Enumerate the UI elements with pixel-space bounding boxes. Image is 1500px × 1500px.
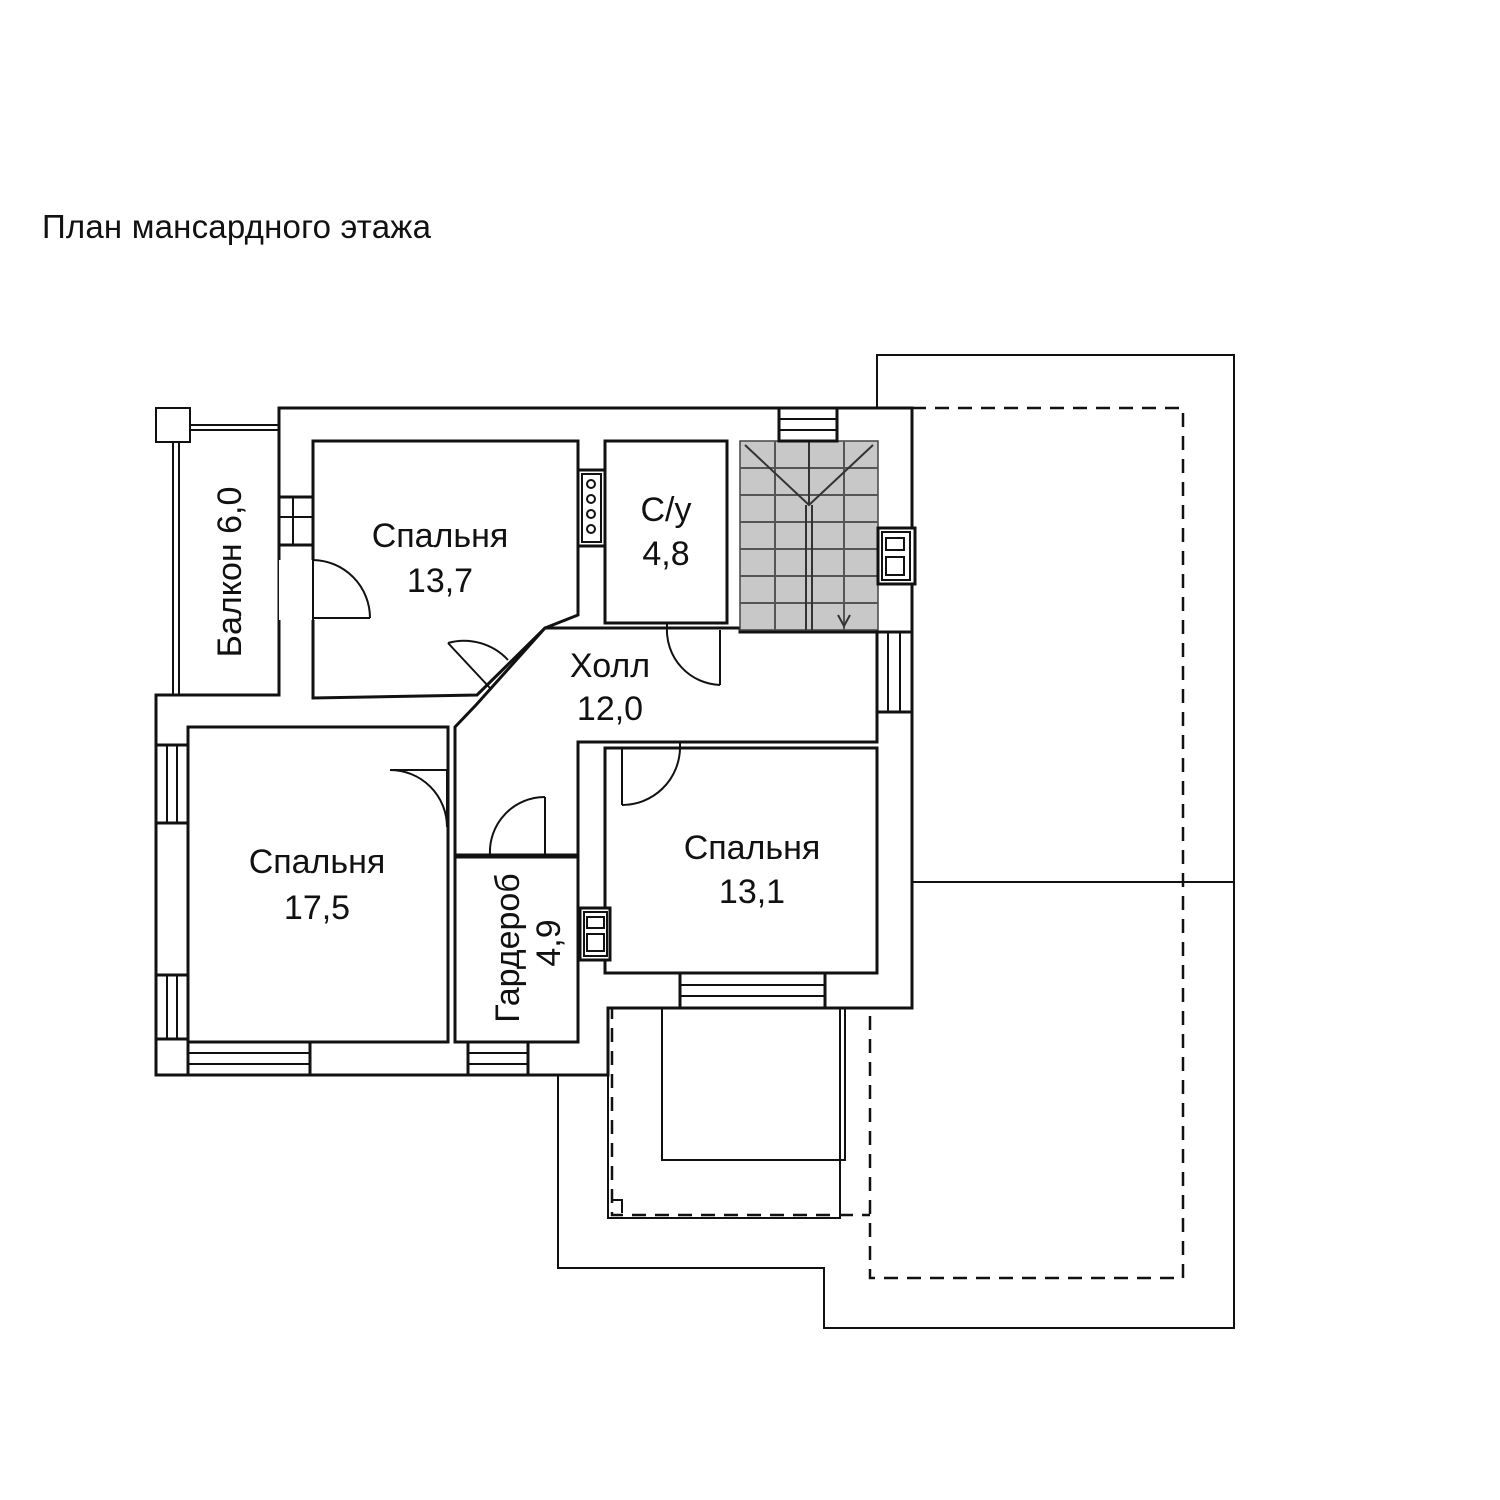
- bedroom-2-name: Спальня: [249, 843, 386, 881]
- bathroom-outline: [603, 439, 729, 625]
- doors: [279, 559, 721, 856]
- roof-overhang-dashed: [610, 406, 1185, 1280]
- vent-blocks: [576, 468, 917, 962]
- bedroom-3-name: Спальня: [684, 829, 821, 867]
- room-labels: Спальня 13,7 С/у 4,8 Холл 12,0 Балкон 6,…: [211, 487, 820, 1023]
- bedroom-1-name: Спальня: [372, 517, 509, 555]
- bedroom-2-area: 17,5: [284, 889, 350, 927]
- windows: [154, 406, 914, 1077]
- bedroom-3-area: 13,1: [719, 873, 785, 911]
- bedroom-3-outline: [603, 746, 879, 975]
- bedroom-2-outline: [186, 725, 450, 1044]
- wardrobe-area: 4,9: [530, 919, 568, 966]
- hall-area: 12,0: [577, 690, 643, 728]
- staircase: [739, 440, 879, 631]
- bedroom-1-area: 13,7: [407, 562, 473, 600]
- bathroom-area: 4,8: [642, 535, 689, 573]
- balcony: [155, 407, 279, 695]
- page-title: План мансардного этажа: [42, 208, 432, 245]
- hall-name: Холл: [570, 647, 650, 685]
- wardrobe-name: Гардероб: [489, 873, 527, 1023]
- roof-outline: [557, 354, 1235, 1329]
- balcony-label: Балкон 6,0: [211, 487, 249, 658]
- interior-rooms: [186, 439, 879, 1044]
- bathroom-name: С/у: [641, 491, 692, 529]
